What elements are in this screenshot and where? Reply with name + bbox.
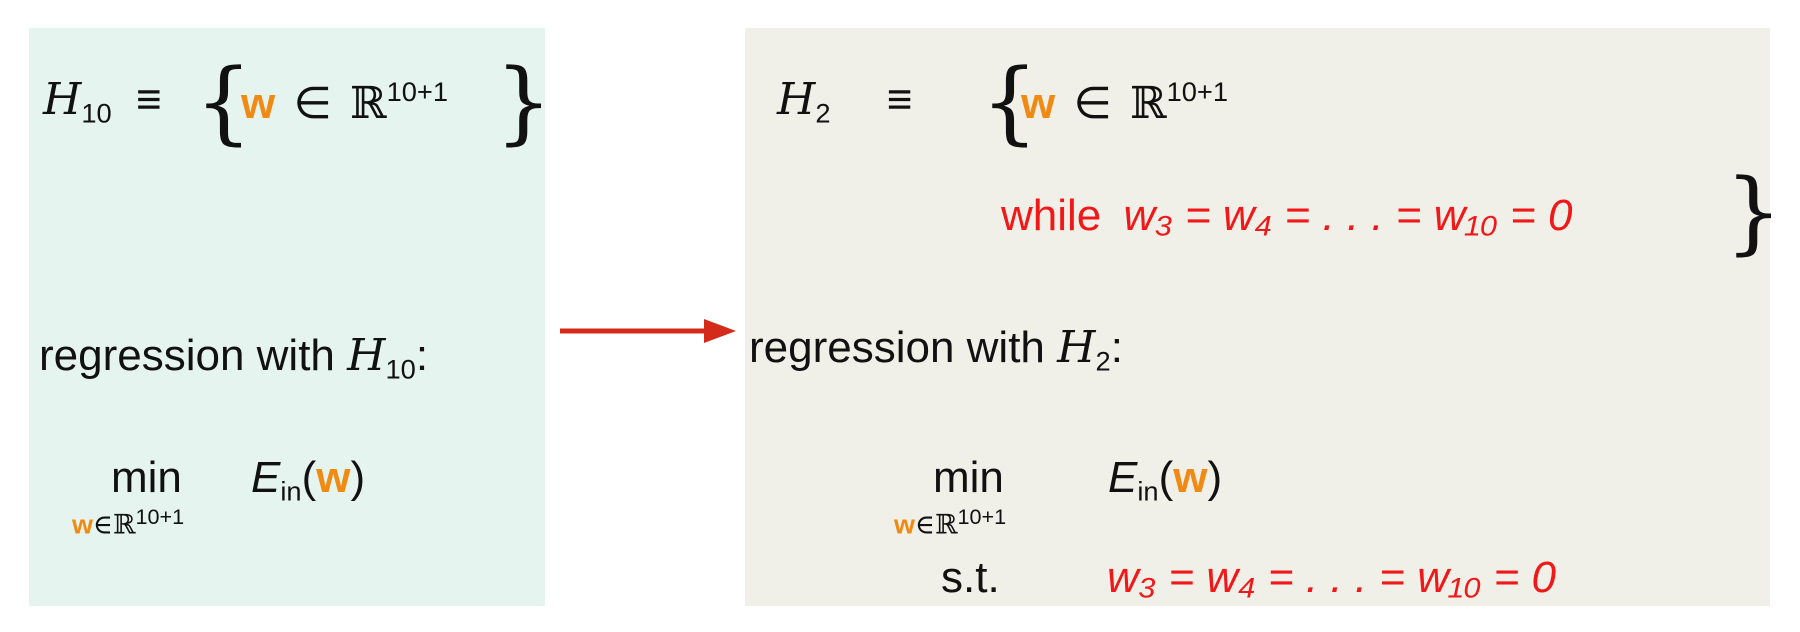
while-label: while [1001, 191, 1102, 240]
weight-vector: w [316, 453, 351, 502]
colon: : [1110, 323, 1123, 372]
calligraphic-h: H [43, 74, 82, 125]
right-brace: } [495, 50, 553, 155]
paren-close: ) [350, 453, 366, 502]
weight-vector: w [241, 78, 276, 128]
h-index: 2 [1095, 345, 1111, 377]
regression-text: regression with [39, 331, 335, 380]
dimension: 10+1 [957, 504, 1007, 529]
h-index: 10 [385, 353, 416, 385]
constraint-equation: w₃ = w₄ = . . . = w₁₀ = 0 [1123, 191, 1573, 240]
right-brace: } [1725, 160, 1783, 265]
min-operator: min [111, 453, 182, 502]
equiv-sign: ≡ [886, 75, 913, 124]
h-index: 2 [815, 97, 831, 129]
calligraphic-h: H [1057, 322, 1096, 373]
dimension: 10+1 [386, 76, 449, 107]
in-reals: ∈ℝ [915, 509, 958, 541]
real-numbers: ℝ [1130, 77, 1167, 129]
weight-vector: w [1021, 78, 1056, 128]
colon: : [415, 331, 429, 380]
weight-vector: w [894, 509, 916, 540]
subject-to-label: s.t. [941, 553, 1000, 602]
min-subscript: w∈ℝ10+1 [894, 506, 1006, 539]
left-panel-h10: H10 ≡ { w ∈ ℝ10+1 } regression with H10:… [29, 28, 552, 606]
st-constraint-equation: w₃ = w₄ = . . . = w₁₀ = 0 [1107, 553, 1557, 602]
paren-open: ( [1158, 453, 1174, 502]
h2-definition: H2 ≡ [777, 78, 912, 127]
regression-h10-label: regression with H10: [39, 334, 428, 383]
h10-definition: H10 ≡ [43, 78, 162, 127]
regression-text: regression with [749, 323, 1045, 372]
in-reals: ∈ℝ [93, 509, 136, 541]
regression-h2-label: regression with H2: [749, 326, 1123, 375]
objective-ein: Ein(w) [1108, 456, 1222, 505]
h10-set-content: w ∈ ℝ10+1 [241, 78, 448, 126]
calligraphic-h: H [777, 74, 816, 125]
left-brace: { [981, 50, 1039, 155]
min-subscript: w∈ℝ10+1 [72, 506, 184, 539]
paren-close: ) [1207, 453, 1223, 502]
min-operator: min [933, 453, 1004, 502]
equiv-sign: ≡ [135, 75, 162, 124]
dimension: 10+1 [135, 504, 185, 529]
real-numbers: ℝ [350, 77, 387, 129]
weight-vector: w [72, 509, 94, 540]
paren-open: ( [301, 453, 317, 502]
element-of: ∈ [1073, 78, 1112, 128]
h-index: 10 [81, 97, 112, 129]
in-subscript: in [1137, 475, 1159, 507]
arrow-icon [560, 319, 736, 343]
weight-vector: w [1173, 453, 1208, 502]
h2-set-content: w ∈ ℝ10+1 [1021, 78, 1228, 126]
error-E: E [1108, 453, 1138, 502]
error-E: E [251, 453, 281, 502]
calligraphic-h: H [347, 330, 386, 381]
dimension: 10+1 [1166, 76, 1229, 107]
in-subscript: in [280, 475, 302, 507]
right-panel-h2: H2 ≡ { w ∈ ℝ10+1 while w₃ = w₄ = . . . =… [745, 28, 1782, 606]
left-brace: { [195, 50, 253, 155]
element-of: ∈ [293, 78, 332, 128]
while-constraint: while w₃ = w₄ = . . . = w₁₀ = 0 [1001, 194, 1573, 238]
objective-ein: Ein(w) [251, 456, 365, 505]
